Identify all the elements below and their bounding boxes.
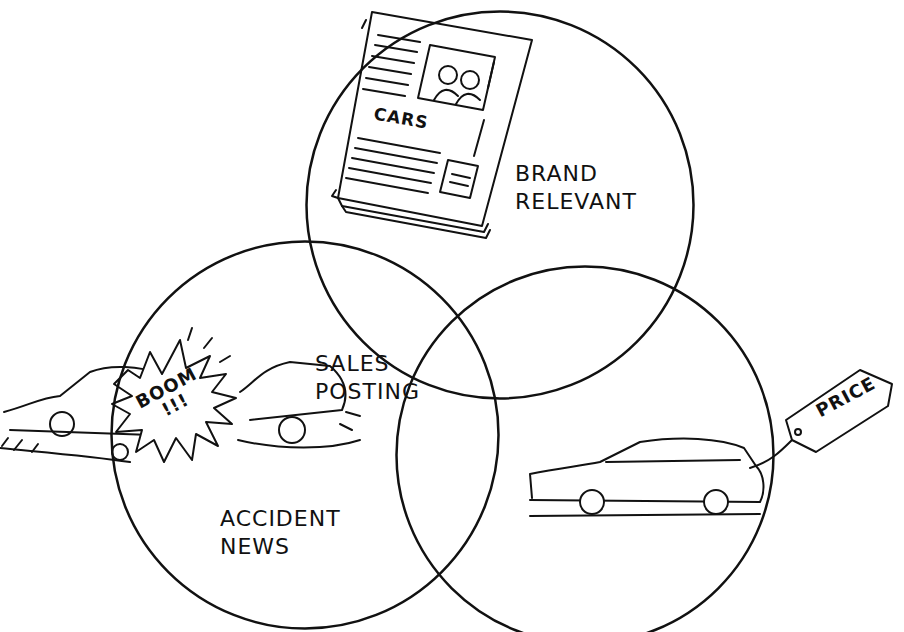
venn-circle: SALES POSTING (395, 265, 775, 632)
venn-circle: ACCIDENT NEWS (110, 240, 500, 630)
car-crash-drawing (0, 328, 360, 462)
circle-label: BRAND RELEVANT (515, 160, 665, 215)
circle-outline (395, 265, 775, 632)
circle-label: ACCIDENT NEWS (220, 505, 370, 560)
circle-label: SALES POSTING (315, 350, 455, 405)
circle-outline (110, 240, 500, 630)
circle-outline (112, 242, 499, 629)
circle-outline (307, 12, 694, 399)
venn-circle: BRAND RELEVANT (305, 10, 695, 400)
newspaper-drawing (332, 12, 532, 238)
circle-outline (397, 267, 774, 632)
car-for-sale-drawing (530, 370, 892, 516)
